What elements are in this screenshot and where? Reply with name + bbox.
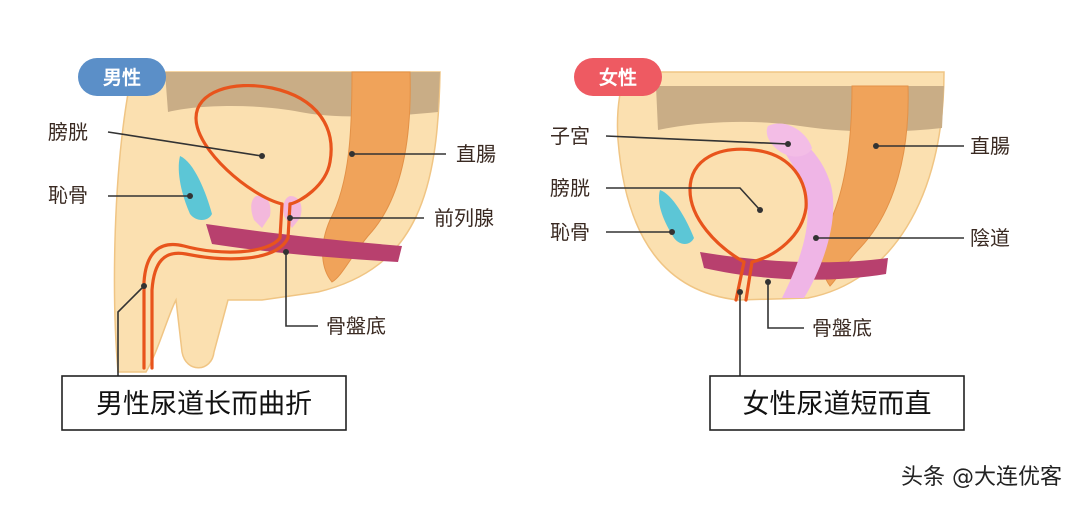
male-bladder-leader [107,131,263,157]
female-label-pelvic-floor: 骨盤底 [812,316,872,340]
female-rectum [820,85,909,287]
female-label-vagina: 陰道 [970,226,1010,250]
male-bladder-urethra [142,83,333,370]
female-badge-text: 女性 [599,66,637,89]
female-uterus [766,123,812,157]
female-bladder-leader [606,187,761,211]
male-pelvic-floor [206,224,402,262]
female-label-uterus: 子宮 [550,124,590,148]
male-label-pubis: 恥骨 [48,183,88,207]
watermark: 头条 @大连优客 [901,465,1062,490]
female-pubis [658,190,694,244]
male-pelvic-floor-leader [285,252,318,327]
female-pelvic-floor-leader [767,282,804,329]
male-label-rectum: 直腸 [456,142,496,166]
male-caption: 男性尿道长而曲折 [61,375,347,431]
female-label-bladder: 膀胱 [550,176,590,200]
female-label-rectum: 直腸 [970,134,1010,158]
female-caption-text: 女性尿道短而直 [743,389,932,420]
male-label-pelvic-floor: 骨盤底 [326,314,386,338]
female-badge: 女性 [574,58,662,96]
female-caption: 女性尿道短而直 [709,375,965,431]
male-badge-text: 男性 [103,66,141,89]
male-label-prostate: 前列腺 [434,206,494,230]
male-label-bladder: 膀胱 [48,120,88,144]
female-bladder-urethra [688,147,808,302]
male-caption-leader [117,285,145,378]
female-uterus-leader [605,135,789,145]
male-panel: 膀胱 恥骨 直腸 前列腺 骨盤底 男性 男性尿道长而曲折 [48,58,496,431]
female-vagina [770,127,834,298]
female-panel: 子宮 膀胱 恥骨 直腸 陰道 骨盤底 女性 女性尿道短而直 [550,58,1010,431]
male-rectum [322,71,411,283]
female-label-pubis: 恥骨 [550,220,590,244]
female-pelvic-floor [700,252,888,280]
male-pubis [178,156,212,220]
male-caption-text: 男性尿道长而曲折 [96,389,312,420]
male-badge: 男性 [78,58,166,96]
